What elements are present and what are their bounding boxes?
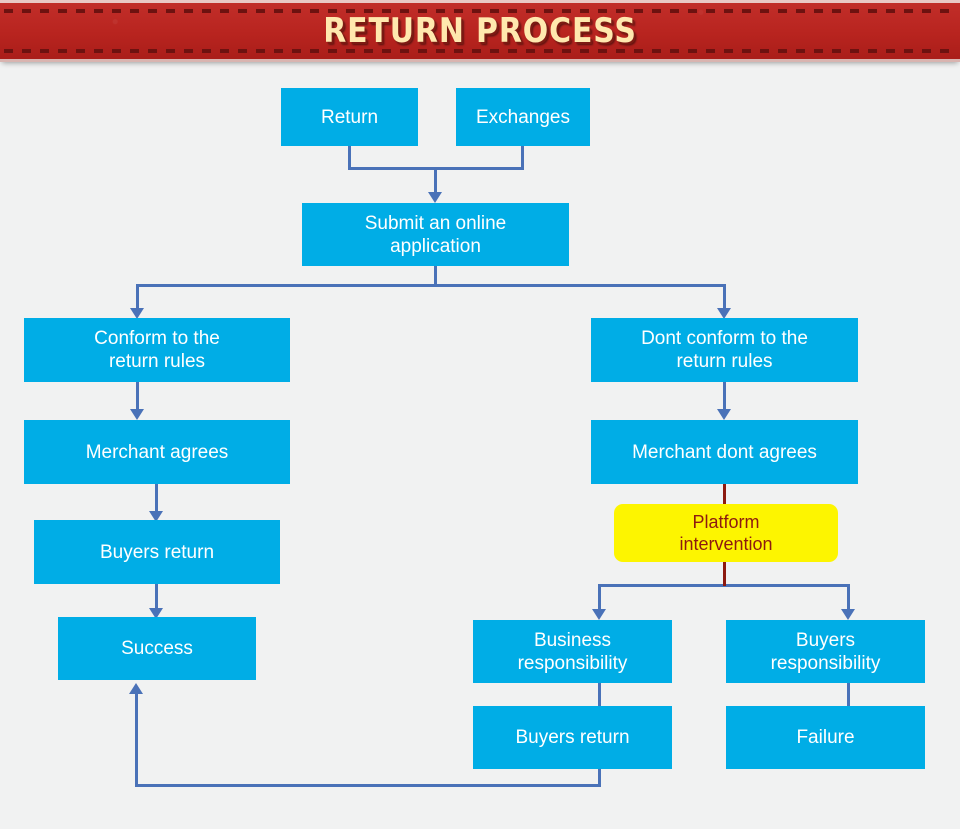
edge-split-buyersresp-down xyxy=(847,584,850,611)
edge-return-down xyxy=(348,146,351,170)
header-banner: RETURN PROCESS xyxy=(0,0,960,62)
arrowhead-to-submit xyxy=(428,192,442,203)
banner-top-edge xyxy=(0,0,960,3)
node-submit-application[interactable]: Submit an online application xyxy=(302,203,569,266)
edge-submit-down xyxy=(434,266,437,286)
edge-exchanges-down xyxy=(521,146,524,170)
node-business-responsibility[interactable]: Business responsibility xyxy=(473,620,672,683)
edge-split-business-down xyxy=(598,584,601,611)
edge-conform-to-merchant xyxy=(136,382,139,411)
arrowhead-to-business-responsibility xyxy=(592,609,606,620)
edge-feedback-bar xyxy=(135,784,601,787)
arrowhead-to-success-top xyxy=(149,608,163,619)
edge-feedback-up xyxy=(135,694,138,786)
edge-buyersresp-to-failure xyxy=(847,683,850,707)
arrowhead-to-success-bottom xyxy=(129,683,143,694)
arrowhead-to-dont-conform xyxy=(717,308,731,319)
node-exchanges[interactable]: Exchanges xyxy=(456,88,590,146)
node-return[interactable]: Return xyxy=(281,88,418,146)
edge-dontconform-to-merchant xyxy=(723,382,726,411)
node-platform-intervention[interactable]: Platform intervention xyxy=(614,504,838,562)
page-title: RETURN PROCESS xyxy=(323,11,637,51)
edge-feedback-down xyxy=(598,769,601,786)
edge-business-to-buyersreturn xyxy=(598,683,601,707)
banner-bottom-edge xyxy=(0,59,960,62)
node-dont-conform-rules[interactable]: Dont conform to the return rules xyxy=(591,318,858,382)
arrowhead-to-conform xyxy=(130,308,144,319)
edge-merchant-to-buyers xyxy=(155,484,158,513)
edge-split-bar xyxy=(136,284,726,287)
edge-buyers-to-success xyxy=(155,584,158,610)
arrowhead-to-merchant-dont-agrees xyxy=(717,409,731,420)
node-merchant-dont-agrees[interactable]: Merchant dont agrees xyxy=(591,420,858,484)
arrowhead-to-merchant-agrees xyxy=(130,409,144,420)
banner-stitch-bottom xyxy=(4,49,956,53)
edge-merchant-to-platform xyxy=(723,484,726,506)
banner-stitch-top xyxy=(4,9,956,13)
node-merchant-agrees[interactable]: Merchant agrees xyxy=(24,420,290,484)
edge-split-right-down xyxy=(723,284,726,310)
node-conform-rules[interactable]: Conform to the return rules xyxy=(24,318,290,382)
node-buyers-return-right[interactable]: Buyers return xyxy=(473,706,672,769)
arrowhead-to-buyers-responsibility xyxy=(841,609,855,620)
edge-platform-down xyxy=(723,562,726,586)
node-success[interactable]: Success xyxy=(58,617,256,680)
node-buyers-responsibility[interactable]: Buyers responsibility xyxy=(726,620,925,683)
arrowhead-to-buyers-return-left xyxy=(149,511,163,522)
node-failure[interactable]: Failure xyxy=(726,706,925,769)
edge-merge-to-submit xyxy=(434,167,437,194)
node-buyers-return-left[interactable]: Buyers return xyxy=(34,520,280,584)
edge-split-left-down xyxy=(136,284,139,310)
